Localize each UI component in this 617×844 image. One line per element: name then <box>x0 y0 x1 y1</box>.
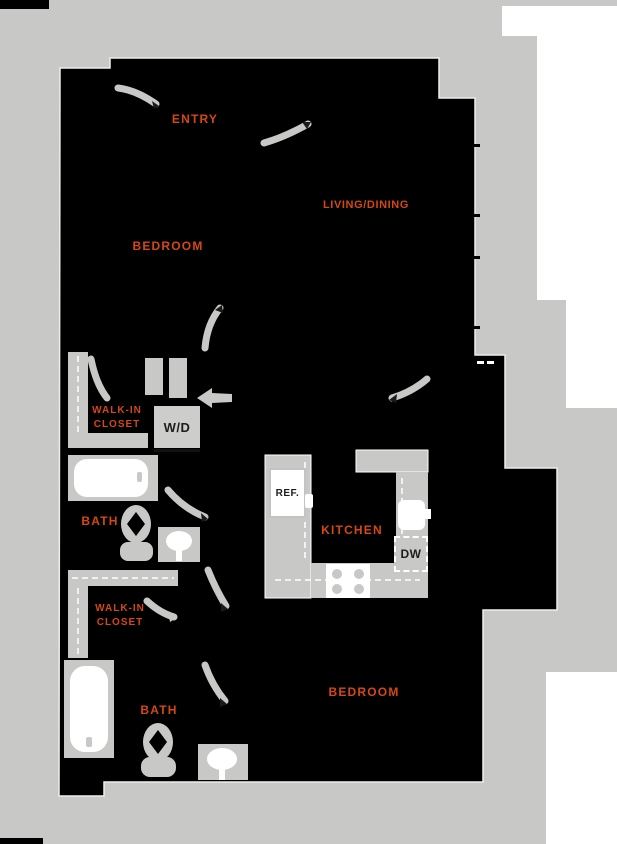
door-swing-bath-2 <box>201 661 229 705</box>
dishwasher: DW <box>394 536 428 572</box>
room-label-entry: ENTRY <box>171 112 219 126</box>
refrigerator-label: REF. <box>275 487 300 499</box>
kitchen-sink <box>398 500 431 530</box>
room-label-walk-in-closet-2: WALK-IN CLOSET <box>95 602 145 630</box>
room-label-bath-1: BATH <box>81 514 119 528</box>
vanity-sink-1 <box>158 527 200 562</box>
closet-2-line-2: CLOSET <box>96 617 144 628</box>
room-label-kitchen: KITCHEN <box>321 523 383 537</box>
walk-in-closet-2 <box>68 570 178 658</box>
washer-dryer-label: W/D <box>163 419 191 435</box>
refrigerator-handle <box>305 494 313 508</box>
toilet-1 <box>120 505 153 561</box>
door-swing-closet-1 <box>87 355 111 402</box>
refrigerator: REF. <box>269 468 306 518</box>
window-mullions <box>471 144 494 364</box>
door-swing-bedroom-2 <box>204 566 230 610</box>
corner-notch-bottom <box>0 838 43 844</box>
stove <box>326 564 370 598</box>
room-label-bedroom-2: BEDROOM <box>328 685 400 699</box>
closet-1-line-2: CLOSET <box>93 419 141 430</box>
door-swing-tips <box>152 101 397 707</box>
toilet-2 <box>141 723 176 777</box>
dishwasher-label: DW <box>400 547 422 561</box>
bathtub-2 <box>64 660 114 758</box>
washer-dryer-wall <box>154 449 200 452</box>
door-swing-arrow <box>197 388 232 408</box>
room-label-walk-in-closet-1: WALK-IN CLOSET <box>92 404 142 432</box>
door-swing-living <box>260 120 312 147</box>
washer-dryer: W/D <box>154 406 200 448</box>
corner-notch-top <box>0 0 49 9</box>
vanity-sink-2 <box>198 744 248 780</box>
room-label-bedroom-1: BEDROOM <box>132 239 204 253</box>
bathtub-1 <box>68 455 158 501</box>
closet-1-line-1: WALK-IN <box>92 405 142 416</box>
closet-2-line-1: WALK-IN <box>95 603 145 614</box>
walk-in-closet-1 <box>68 352 187 448</box>
unit-floor <box>58 57 558 797</box>
room-label-bath-2: BATH <box>140 703 178 717</box>
masked-region <box>502 6 617 844</box>
room-label-living-dining: LIVING/DINING <box>322 199 410 211</box>
